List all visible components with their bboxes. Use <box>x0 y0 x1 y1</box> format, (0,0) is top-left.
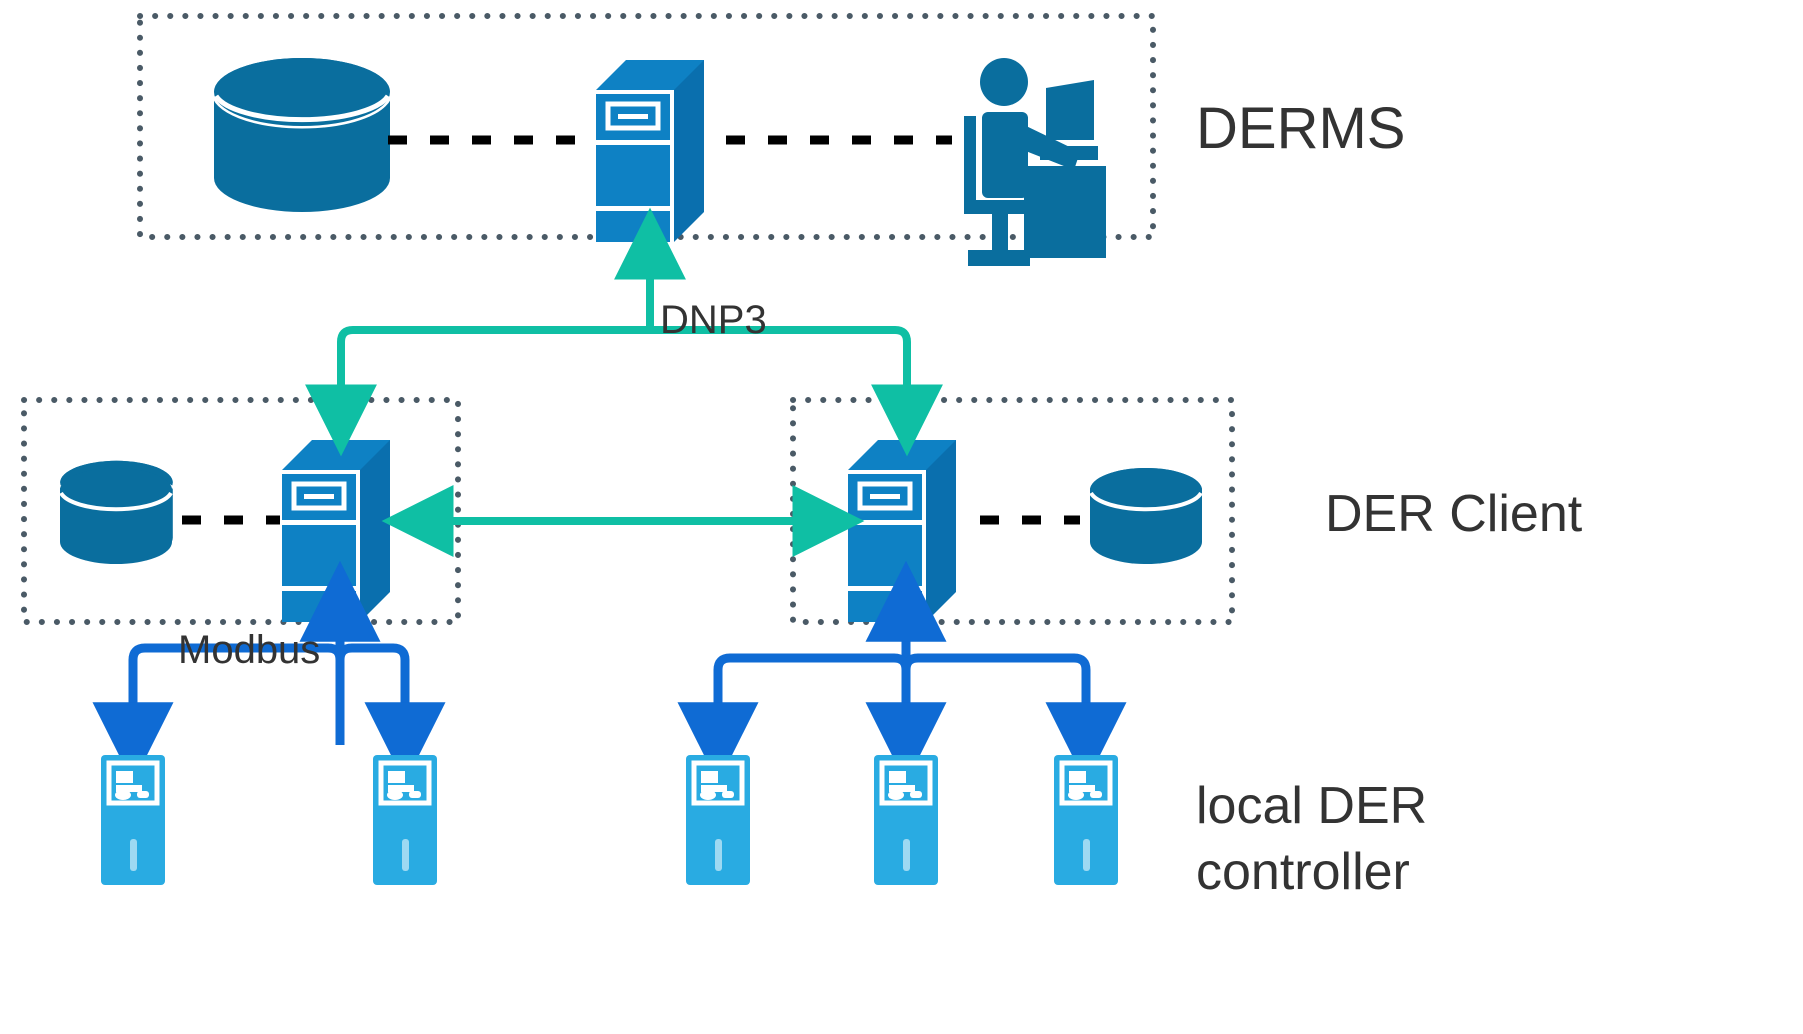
derms-database-icon <box>214 58 390 212</box>
dnp3-bus-left-branch <box>305 326 650 457</box>
local-der-controller-4[interactable] <box>874 755 938 885</box>
local-der-controller-2[interactable] <box>373 755 437 885</box>
zone-label-local-der-controller: local DER controller <box>1196 780 1427 898</box>
local-der-label-line2: controller <box>1196 843 1410 901</box>
der-client-left-database-icon-real <box>59 468 173 564</box>
zone-derms-box <box>137 13 1156 240</box>
der-client-right-server-icon <box>848 440 956 622</box>
zone-label-der-client: DER Client <box>1325 485 1583 543</box>
modbus-link-right-branch-3 <box>901 653 1127 784</box>
modbus-link-right-branch-1 <box>677 653 911 784</box>
protocol-label-dnp3: DNP3 <box>660 298 767 342</box>
derms-operator-workstation-icon <box>964 58 1106 266</box>
local-der-controller-3[interactable] <box>686 755 750 885</box>
der-client-right-database-icon <box>1089 468 1203 564</box>
local-der-controller-1[interactable] <box>101 755 165 885</box>
der-client-left-server-icon <box>282 440 390 622</box>
derms-server-icon <box>596 60 704 242</box>
local-der-label-line1: local DER <box>1196 777 1428 835</box>
local-der-controller-5[interactable] <box>1054 755 1118 885</box>
protocol-label-modbus: Modbus <box>178 628 321 672</box>
dnp3-bus-right-branch <box>650 326 943 457</box>
modbus-link-left-branch-2 <box>335 643 446 784</box>
zone-label-derms: DERMS <box>1196 96 1406 161</box>
